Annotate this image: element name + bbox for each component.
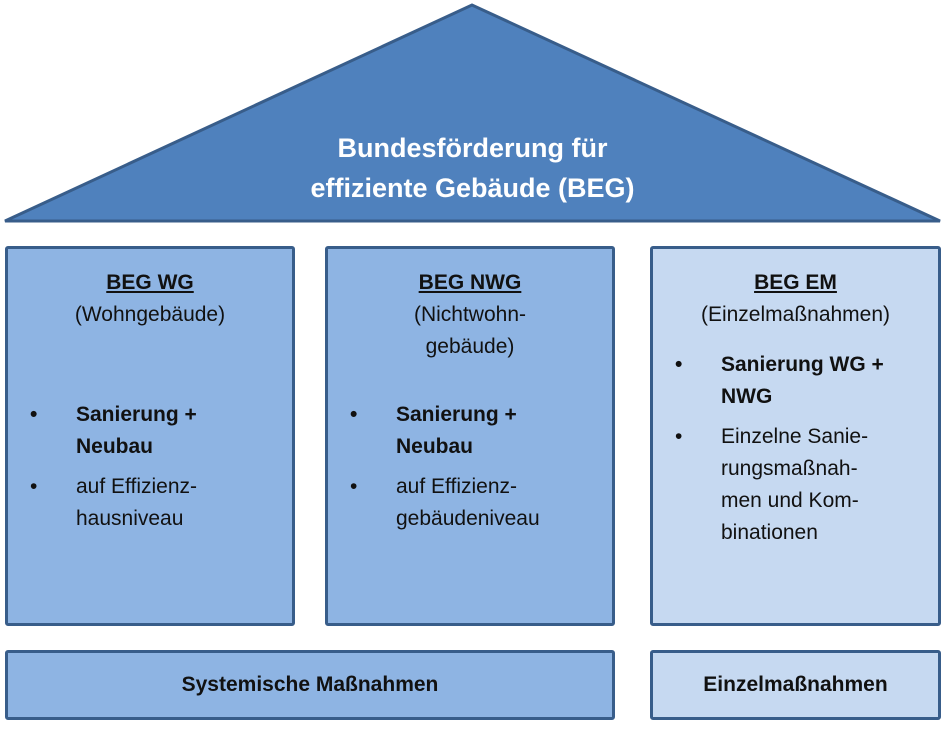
roof-title: Bundesförderung für effiziente Gebäude (… xyxy=(200,128,745,208)
pillar-title: BEG WG xyxy=(106,271,194,294)
base-systemic-measures: Systemische Maßnahmen xyxy=(5,650,615,720)
base-label: Systemische Maßnahmen xyxy=(181,673,439,696)
bullet-text: Sanierung + Neubau xyxy=(396,403,517,458)
pillar-subtitle: (Wohngebäude) xyxy=(74,303,226,326)
bullet-icon: • xyxy=(350,403,358,426)
bullet-item: • Einzelne Sanie- rungsmaßnah- men und Ko… xyxy=(653,421,938,549)
bullet-text: Einzelne Sanie- rungsmaßnah- men und Kom… xyxy=(721,425,869,544)
pillar-subtitle: (Nichtwohn- gebäude) xyxy=(413,303,527,358)
bullet-icon: • xyxy=(30,403,38,426)
base-label: Einzelmaßnahmen xyxy=(703,673,888,696)
roof-title-line2: effiziente Gebäude (BEG) xyxy=(310,173,635,203)
bullet-icon: • xyxy=(675,425,683,448)
bullet-item: • Sanierung WG + NWG xyxy=(653,349,938,413)
pillar-title: BEG EM xyxy=(754,271,837,294)
bullet-item: • Sanierung + Neubau xyxy=(328,399,612,463)
bullet-icon: • xyxy=(350,475,358,498)
bullet-item: • auf Effizienz- hausniveau xyxy=(8,471,292,535)
bullet-text: Sanierung + Neubau xyxy=(76,403,197,458)
bullet-text: Sanierung WG + NWG xyxy=(721,353,884,408)
roof-title-line1: Bundesförderung für xyxy=(337,133,608,163)
pillar-beg-em: BEG EM (Einzelmaßnahmen) • Sanierung WG +… xyxy=(650,246,941,626)
bullet-item: • auf Effizienz- gebäudeniveau xyxy=(328,471,612,535)
pillar-beg-nwg: BEG NWG (Nichtwohn- gebäude) • Sanierung … xyxy=(325,246,615,626)
bullet-text: auf Effizienz- gebäudeniveau xyxy=(396,475,540,530)
pillar-subtitle: (Einzelmaßnahmen) xyxy=(700,303,891,326)
bullet-icon: • xyxy=(675,353,683,376)
bullet-item: • Sanierung + Neubau xyxy=(8,399,292,463)
bullet-text: auf Effizienz- hausniveau xyxy=(76,475,198,530)
base-individual-measures: Einzelmaßnahmen xyxy=(650,650,941,720)
pillar-beg-wg: BEG WG (Wohngebäude) • Sanierung + Neubau… xyxy=(5,246,295,626)
roof-shape xyxy=(4,3,941,223)
pillar-title: BEG NWG xyxy=(418,271,522,294)
bullet-icon: • xyxy=(30,475,38,498)
